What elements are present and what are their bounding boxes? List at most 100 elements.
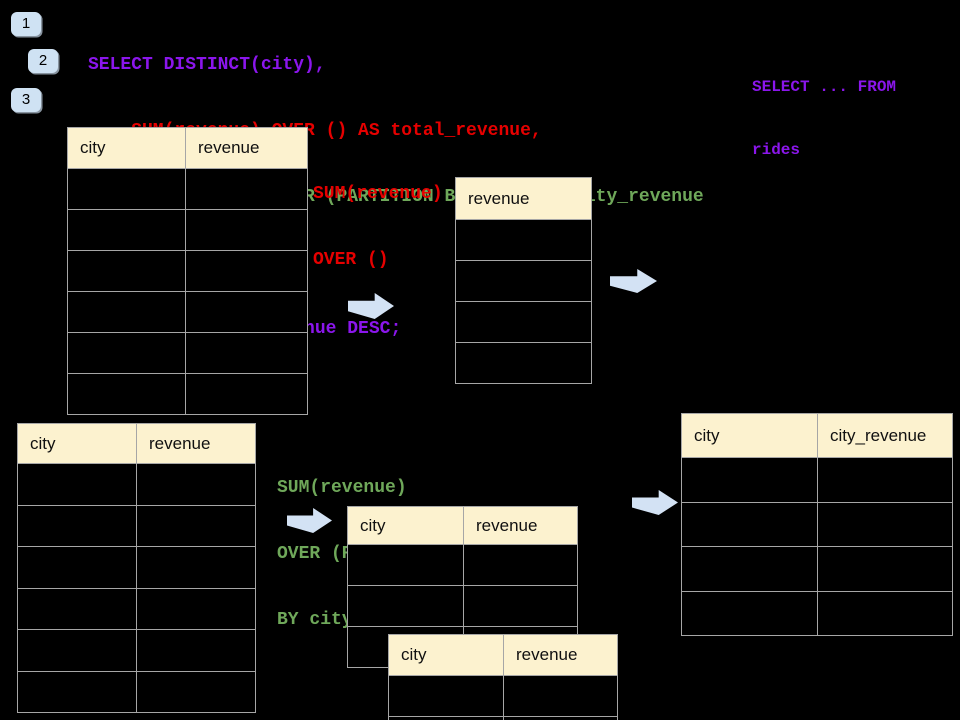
- table-cell: [18, 464, 137, 506]
- table-cell: [186, 251, 308, 292]
- table-cell: [818, 547, 953, 592]
- table-cell: [68, 374, 186, 415]
- column-header-city: city: [68, 128, 186, 169]
- table-total-revenue: revenue: [455, 177, 592, 384]
- table-cell: [682, 547, 818, 592]
- table-cell: [68, 169, 186, 210]
- table-cell: [137, 547, 256, 589]
- table-cell: [456, 343, 592, 384]
- table-cell: [464, 545, 578, 586]
- column-header-revenue: revenue: [137, 424, 256, 464]
- table-cell: [186, 210, 308, 251]
- table-cell: [68, 251, 186, 292]
- table-row: [682, 591, 953, 636]
- table-row: [389, 676, 618, 717]
- table-cell: [68, 210, 186, 251]
- table-cell: [504, 717, 618, 720]
- column-header-city: city: [18, 424, 137, 464]
- table-cell: [18, 671, 137, 713]
- table-cell: [137, 464, 256, 506]
- column-header-revenue: revenue: [504, 635, 618, 676]
- table-row: [68, 251, 308, 292]
- column-header-city_revenue: city_revenue: [818, 414, 953, 458]
- column-header-city: city: [682, 414, 818, 458]
- side-note-select-from-rides: SELECT ... FROM rides: [752, 35, 896, 203]
- table-cell: [18, 505, 137, 547]
- table-row: [348, 586, 578, 627]
- table-cell: [682, 591, 818, 636]
- table-cell: [186, 292, 308, 333]
- table-header-row: revenue: [456, 178, 592, 220]
- side-note-line: SELECT ... FROM: [752, 78, 897, 96]
- table-cell: [137, 630, 256, 672]
- table-cell: [464, 586, 578, 627]
- table-row: [68, 292, 308, 333]
- table-cell: [18, 547, 137, 589]
- table-row: [682, 458, 953, 503]
- table-cell: [68, 292, 186, 333]
- table-cell: [137, 588, 256, 630]
- column-header-city: city: [348, 507, 464, 545]
- table-cell: [504, 676, 618, 717]
- table-row: [68, 374, 308, 415]
- table-row: [456, 343, 592, 384]
- column-header-revenue: revenue: [456, 178, 592, 220]
- table-row: [389, 717, 618, 720]
- label-line: SUM(revenue): [277, 478, 407, 498]
- table-row: [68, 169, 308, 210]
- table-cell: [186, 169, 308, 210]
- table-cell: [348, 586, 464, 627]
- table-cell: [456, 220, 592, 261]
- table-cell: [18, 588, 137, 630]
- table-row: [18, 671, 256, 713]
- table-row: [456, 261, 592, 302]
- column-header-revenue: revenue: [186, 128, 308, 169]
- column-header-city: city: [389, 635, 504, 676]
- table-cell: [682, 502, 818, 547]
- table-cell: [68, 333, 186, 374]
- table-cell: [186, 333, 308, 374]
- table-row: [348, 545, 578, 586]
- step-badge-1: 1: [11, 12, 41, 36]
- table-row: [18, 547, 256, 589]
- sql-line-select: SELECT DISTINCT(city),: [88, 55, 326, 75]
- label-line: OVER (): [313, 250, 389, 270]
- table-cell: [389, 717, 504, 720]
- table-row: [456, 220, 592, 261]
- table-row: [18, 505, 256, 547]
- table-cell: [682, 458, 818, 503]
- table-cell: [137, 671, 256, 713]
- table-row: [68, 333, 308, 374]
- table-row: [18, 630, 256, 672]
- side-note-line: rides: [752, 141, 801, 159]
- table-row: [68, 210, 308, 251]
- table-row: [456, 302, 592, 343]
- table-cell: [389, 676, 504, 717]
- table-cell: [18, 630, 137, 672]
- table-row: [18, 464, 256, 506]
- table-cell: [186, 374, 308, 415]
- table-cell: [818, 458, 953, 503]
- table-row: [18, 588, 256, 630]
- table-cell: [456, 302, 592, 343]
- table-cell: [348, 545, 464, 586]
- arrow-right-icon: [632, 490, 678, 515]
- label-line: SUM(revenue): [313, 184, 443, 204]
- table-cell: [456, 261, 592, 302]
- table-row: [682, 547, 953, 592]
- table-row: [682, 502, 953, 547]
- step-badge-2: 2: [28, 49, 58, 73]
- table-cell: [818, 591, 953, 636]
- table-cell: [137, 505, 256, 547]
- column-header-revenue: revenue: [464, 507, 578, 545]
